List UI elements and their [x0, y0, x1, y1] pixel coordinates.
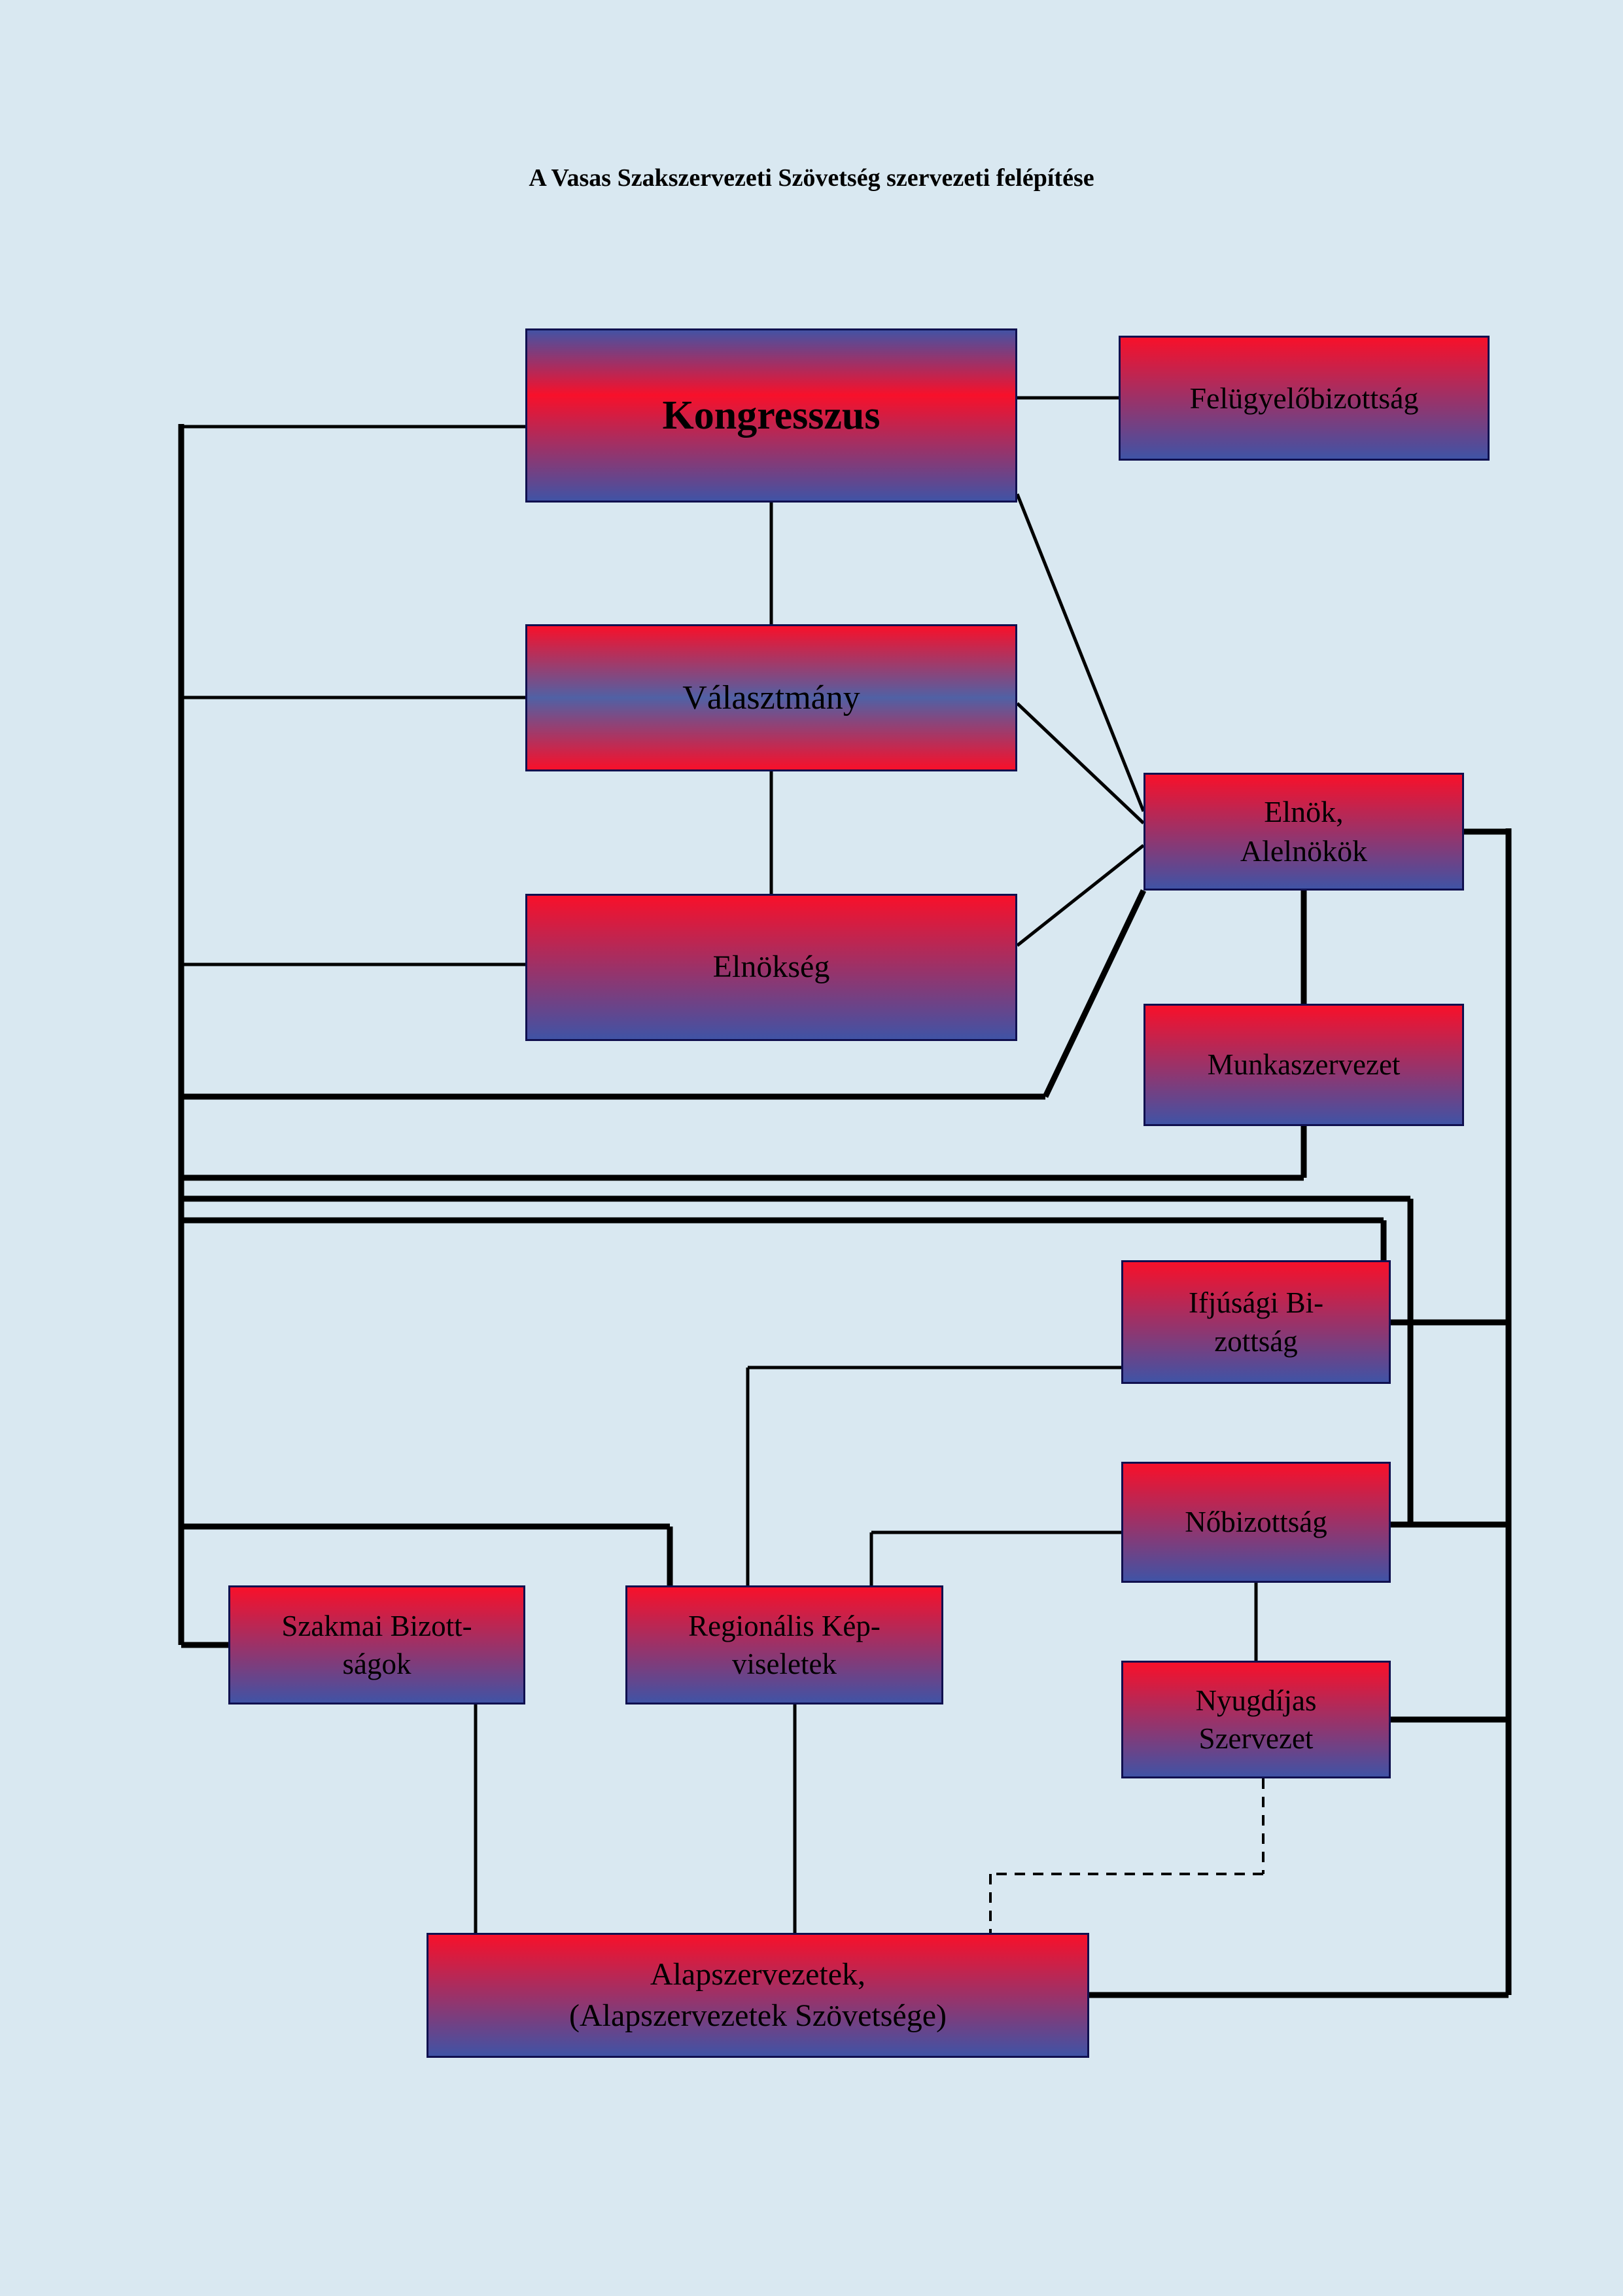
- node-nobizottsag-label: Nőbizottság: [1185, 1506, 1327, 1539]
- node-szakmai-bizottsagok-label: Szakmai Bizott- ságok: [281, 1609, 472, 1681]
- node-munkaszervezet: Munkaszervezet: [1143, 1004, 1464, 1126]
- edge-kongresszus-elnok-diagonal: [1015, 493, 1145, 812]
- node-munkaszervezet-label: Munkaszervezet: [1207, 1048, 1401, 1082]
- node-alapszervezetek: Alapszervezetek, (Alapszervezetek Szövet…: [427, 1933, 1089, 2058]
- node-alapszervezetek-label: Alapszervezetek, (Alapszervezetek Szövet…: [568, 1957, 947, 2033]
- node-valasztmany-label: Választmány: [682, 679, 860, 716]
- node-ifjusagi-bizottsag-label: Ifjúsági Bi- zottság: [1188, 1286, 1324, 1358]
- edge-valasztmany-elnok-diagonal: [1016, 702, 1145, 824]
- node-elnokseg: Elnökség: [525, 894, 1017, 1041]
- node-nobizottsag: Nőbizottság: [1121, 1462, 1391, 1583]
- node-regionalis-kepviseletek-label: Regionális Kép- viseletek: [688, 1609, 881, 1681]
- node-elnok-alelnokok-label: Elnök, Alelnökök: [1240, 795, 1368, 868]
- node-valasztmany: Választmány: [525, 624, 1017, 771]
- node-elnok-alelnokok: Elnök, Alelnökök: [1143, 773, 1464, 891]
- node-regionalis-kepviseletek: Regionális Kép- viseletek: [625, 1585, 943, 1704]
- node-felugyelobizottsag: Felügyelőbizottság: [1119, 336, 1490, 461]
- node-felugyelobizottsag-label: Felügyelőbizottság: [1189, 381, 1419, 415]
- node-kongresszus-label: Kongresszus: [662, 393, 881, 438]
- edge-elnok-left-trunk-diagonal: [1042, 889, 1147, 1098]
- node-nyugdijas-szervezet-label: Nyugdíjas Szervezet: [1195, 1684, 1317, 1756]
- node-kongresszus: Kongresszus: [525, 328, 1017, 503]
- edge-elnokseg-elnok-diagonal: [1016, 844, 1145, 947]
- node-elnokseg-label: Elnökség: [712, 949, 830, 985]
- node-szakmai-bizottsagok: Szakmai Bizott- ságok: [228, 1585, 525, 1704]
- node-ifjusagi-bizottsag: Ifjúsági Bi- zottság: [1121, 1260, 1391, 1384]
- node-nyugdijas-szervezet: Nyugdíjas Szervezet: [1121, 1661, 1391, 1778]
- diagram-title: A Vasas Szakszervezeti Szövetség szervez…: [529, 164, 1094, 192]
